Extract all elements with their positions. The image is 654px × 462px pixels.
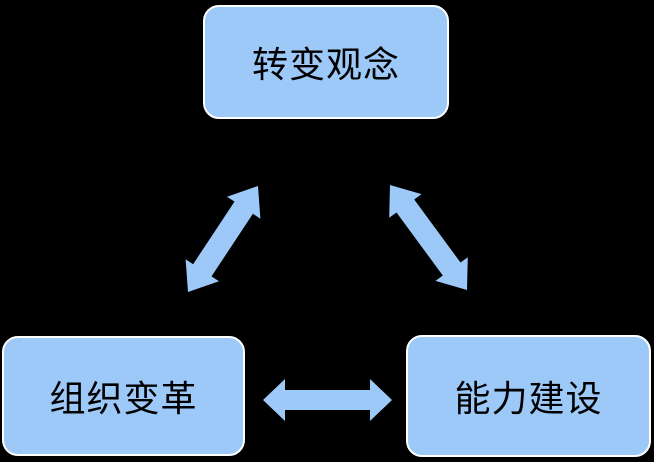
node-transform-concepts: 转变观念 bbox=[203, 5, 449, 119]
double-arrow-top-to-bottom-left bbox=[185, 186, 261, 292]
node-capacity-building: 能力建设 bbox=[406, 335, 651, 457]
node-transform-concepts-label: 转变观念 bbox=[251, 45, 400, 86]
double-arrow-top-to-bottom-right bbox=[389, 185, 468, 290]
node-organizational-change-label: 组织变革 bbox=[49, 379, 198, 420]
node-capacity-building-label: 能力建设 bbox=[454, 379, 603, 420]
node-organizational-change: 组织变革 bbox=[2, 336, 245, 456]
double-arrow-bottom-left-to-bottom-right bbox=[263, 379, 392, 421]
